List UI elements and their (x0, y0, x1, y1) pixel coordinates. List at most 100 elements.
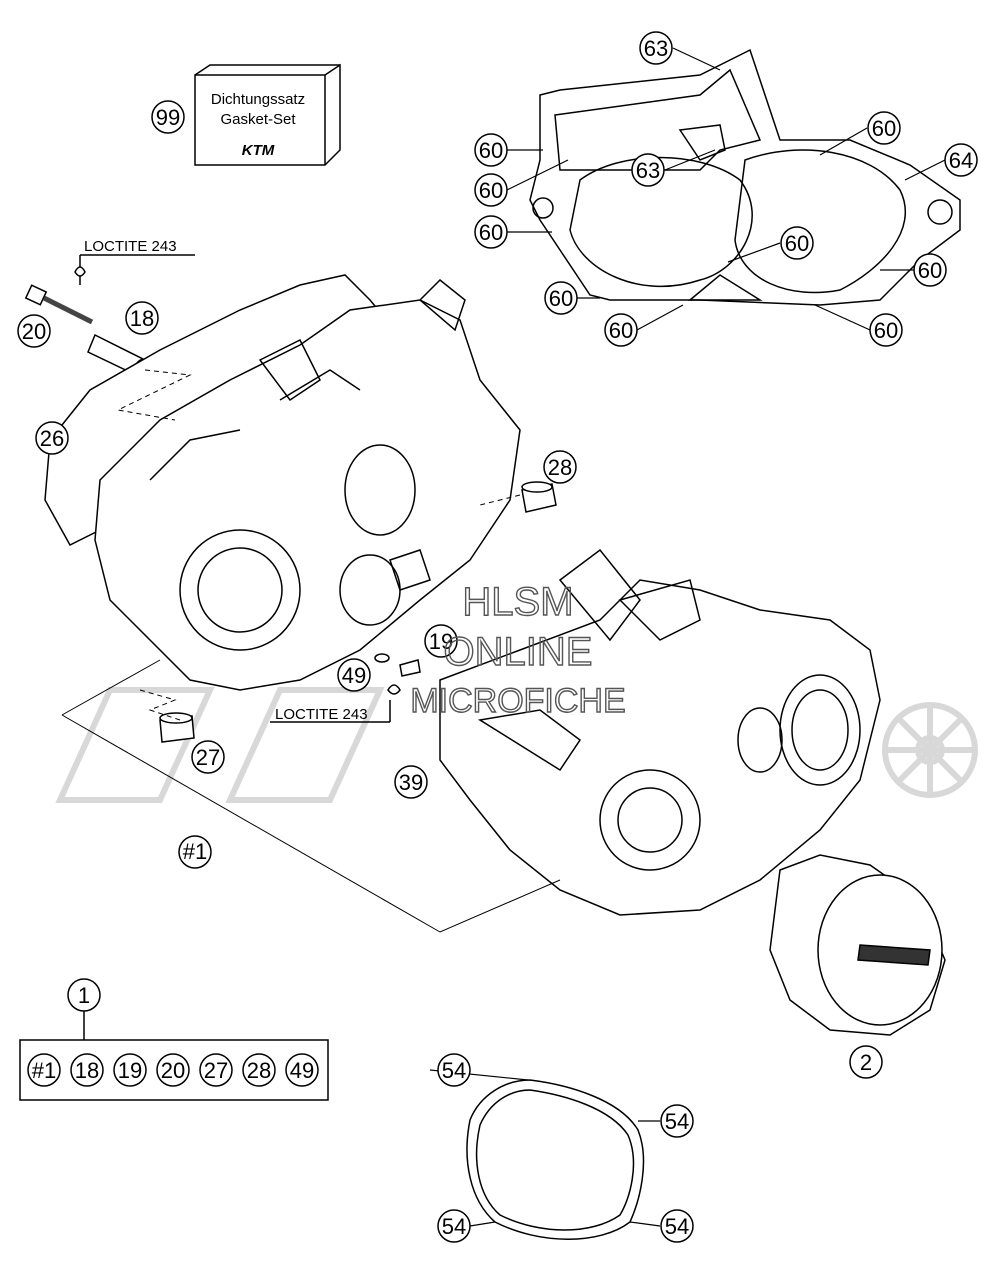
callout-99: 99 (151, 100, 185, 134)
svg-text:60: 60 (918, 258, 942, 283)
loctite-label-top: LOCTITE 243 (74, 238, 195, 285)
watermark-line3: MICROFICHE (410, 682, 625, 720)
callout-28: 28 (543, 450, 577, 484)
svg-text:60: 60 (785, 231, 809, 256)
svg-text:LOCTITE 243: LOCTITE 243 (275, 706, 368, 723)
svg-text:26: 26 (40, 426, 64, 451)
svg-text:63: 63 (636, 158, 660, 183)
svg-text:60: 60 (872, 116, 896, 141)
callout-60: 60 (869, 313, 903, 347)
dowel-28 (521, 481, 557, 513)
right-crankcase-half (439, 548, 881, 916)
callout-63-top: 63 (639, 31, 673, 65)
callout-20: 20 (17, 314, 51, 348)
svg-text:1: 1 (78, 983, 90, 1008)
callout-49: 49 (337, 658, 371, 692)
svg-text:#1: #1 (183, 839, 207, 864)
svg-text:60: 60 (479, 178, 503, 203)
svg-text:20: 20 (22, 319, 46, 344)
callout-2: 2 (849, 1045, 883, 1079)
callout-54: 54 (660, 1209, 694, 1243)
loctite-drop-icon (74, 266, 86, 277)
kit-item-label: 18 (75, 1058, 99, 1083)
svg-text:60: 60 (874, 318, 898, 343)
assembly-group-outline (61, 659, 561, 933)
kit-line2: Gasket-Set (220, 111, 296, 128)
svg-text:60: 60 (549, 286, 573, 311)
svg-text:99: 99 (156, 105, 180, 130)
watermark-line2: ONLINE (444, 630, 593, 674)
svg-text:LOCTITE 243: LOCTITE 243 (84, 238, 177, 255)
crankcase-gasket (529, 48, 961, 306)
svg-text:2: 2 (860, 1050, 872, 1075)
kit-item-bubble: #1 (27, 1053, 61, 1087)
ignition-cover (769, 854, 946, 1036)
callout-60: 60 (604, 313, 638, 347)
screw-19 (399, 659, 421, 677)
kit-item-bubble: 18 (70, 1053, 104, 1087)
callout-64: 64 (944, 143, 978, 177)
bolt-part (24, 284, 94, 325)
callout-60: 60 (867, 111, 901, 145)
svg-text:18: 18 (130, 306, 154, 331)
callout-19: 19 (424, 624, 458, 658)
svg-text:27: 27 (196, 745, 220, 770)
kit-item-label: 49 (290, 1058, 314, 1083)
loctite-drop-icon (387, 684, 401, 695)
svg-text:19: 19 (429, 629, 453, 654)
callout-26: 26 (35, 421, 69, 455)
gasket-set-box: Dichtungssatz Gasket-Set KTM (194, 63, 341, 166)
callout-60: 60 (780, 226, 814, 260)
callout-assembly-1: #1 (178, 835, 212, 869)
callout-39: 39 (394, 765, 428, 799)
callout-60: 60 (474, 133, 508, 167)
washer-49 (374, 653, 390, 663)
kit-item-label: 20 (161, 1058, 185, 1083)
callout-bubbles: 99 20 18 26 28 19 49 27 39 #1 63 63 64 6… (17, 31, 978, 1243)
svg-text:49: 49 (342, 663, 366, 688)
dowel-27 (159, 712, 195, 743)
kit-item-label: #1 (32, 1058, 56, 1083)
callout-60: 60 (474, 215, 508, 249)
svg-text:54: 54 (442, 1214, 466, 1239)
svg-text:64: 64 (949, 148, 973, 173)
cover-gasket (466, 1079, 645, 1240)
ktm-logo: KTM (242, 142, 275, 159)
kit-item-label: 27 (204, 1058, 228, 1083)
svg-text:28: 28 (548, 455, 572, 480)
callout-60: 60 (474, 173, 508, 207)
kit-item-bubble: 27 (199, 1053, 233, 1087)
watermark: HLSM ONLINE MICROFICHE (410, 579, 627, 720)
kit-item-label: 19 (118, 1058, 142, 1083)
callout-54: 54 (660, 1104, 694, 1138)
assembly-dashed-lines (116, 369, 521, 721)
callout-27: 27 (191, 740, 225, 774)
callout-54: 54 (437, 1209, 471, 1243)
kit-item-bubble: 28 (242, 1053, 276, 1087)
svg-text:60: 60 (479, 220, 503, 245)
kit-item-bubble: 19 (113, 1053, 147, 1087)
loctite-label-mid: LOCTITE 243 (270, 684, 401, 723)
svg-text:54: 54 (442, 1058, 466, 1083)
callout-60: 60 (544, 281, 578, 315)
watermark-line1: HLSM (462, 580, 573, 624)
callout-60: 60 (913, 253, 947, 287)
callout-54: 54 (437, 1053, 471, 1087)
kit-item-label: 28 (247, 1058, 271, 1083)
svg-text:54: 54 (665, 1109, 689, 1134)
svg-text:60: 60 (479, 138, 503, 163)
svg-text:39: 39 (399, 770, 423, 795)
callout-18: 18 (125, 301, 159, 335)
svg-text:63: 63 (644, 36, 668, 61)
kit-item-bubble: 49 (285, 1053, 319, 1087)
svg-text:60: 60 (609, 318, 633, 343)
svg-text:54: 54 (665, 1214, 689, 1239)
callout-63-mid: 63 (631, 153, 665, 187)
kit-item-bubble: 20 (156, 1053, 190, 1087)
callout-kit-1: 1 (67, 978, 101, 1012)
kit-items-row: #1 18 19 20 27 28 49 (27, 1053, 319, 1087)
left-crankcase-half (44, 274, 521, 691)
kit-line1: Dichtungssatz (211, 91, 305, 108)
